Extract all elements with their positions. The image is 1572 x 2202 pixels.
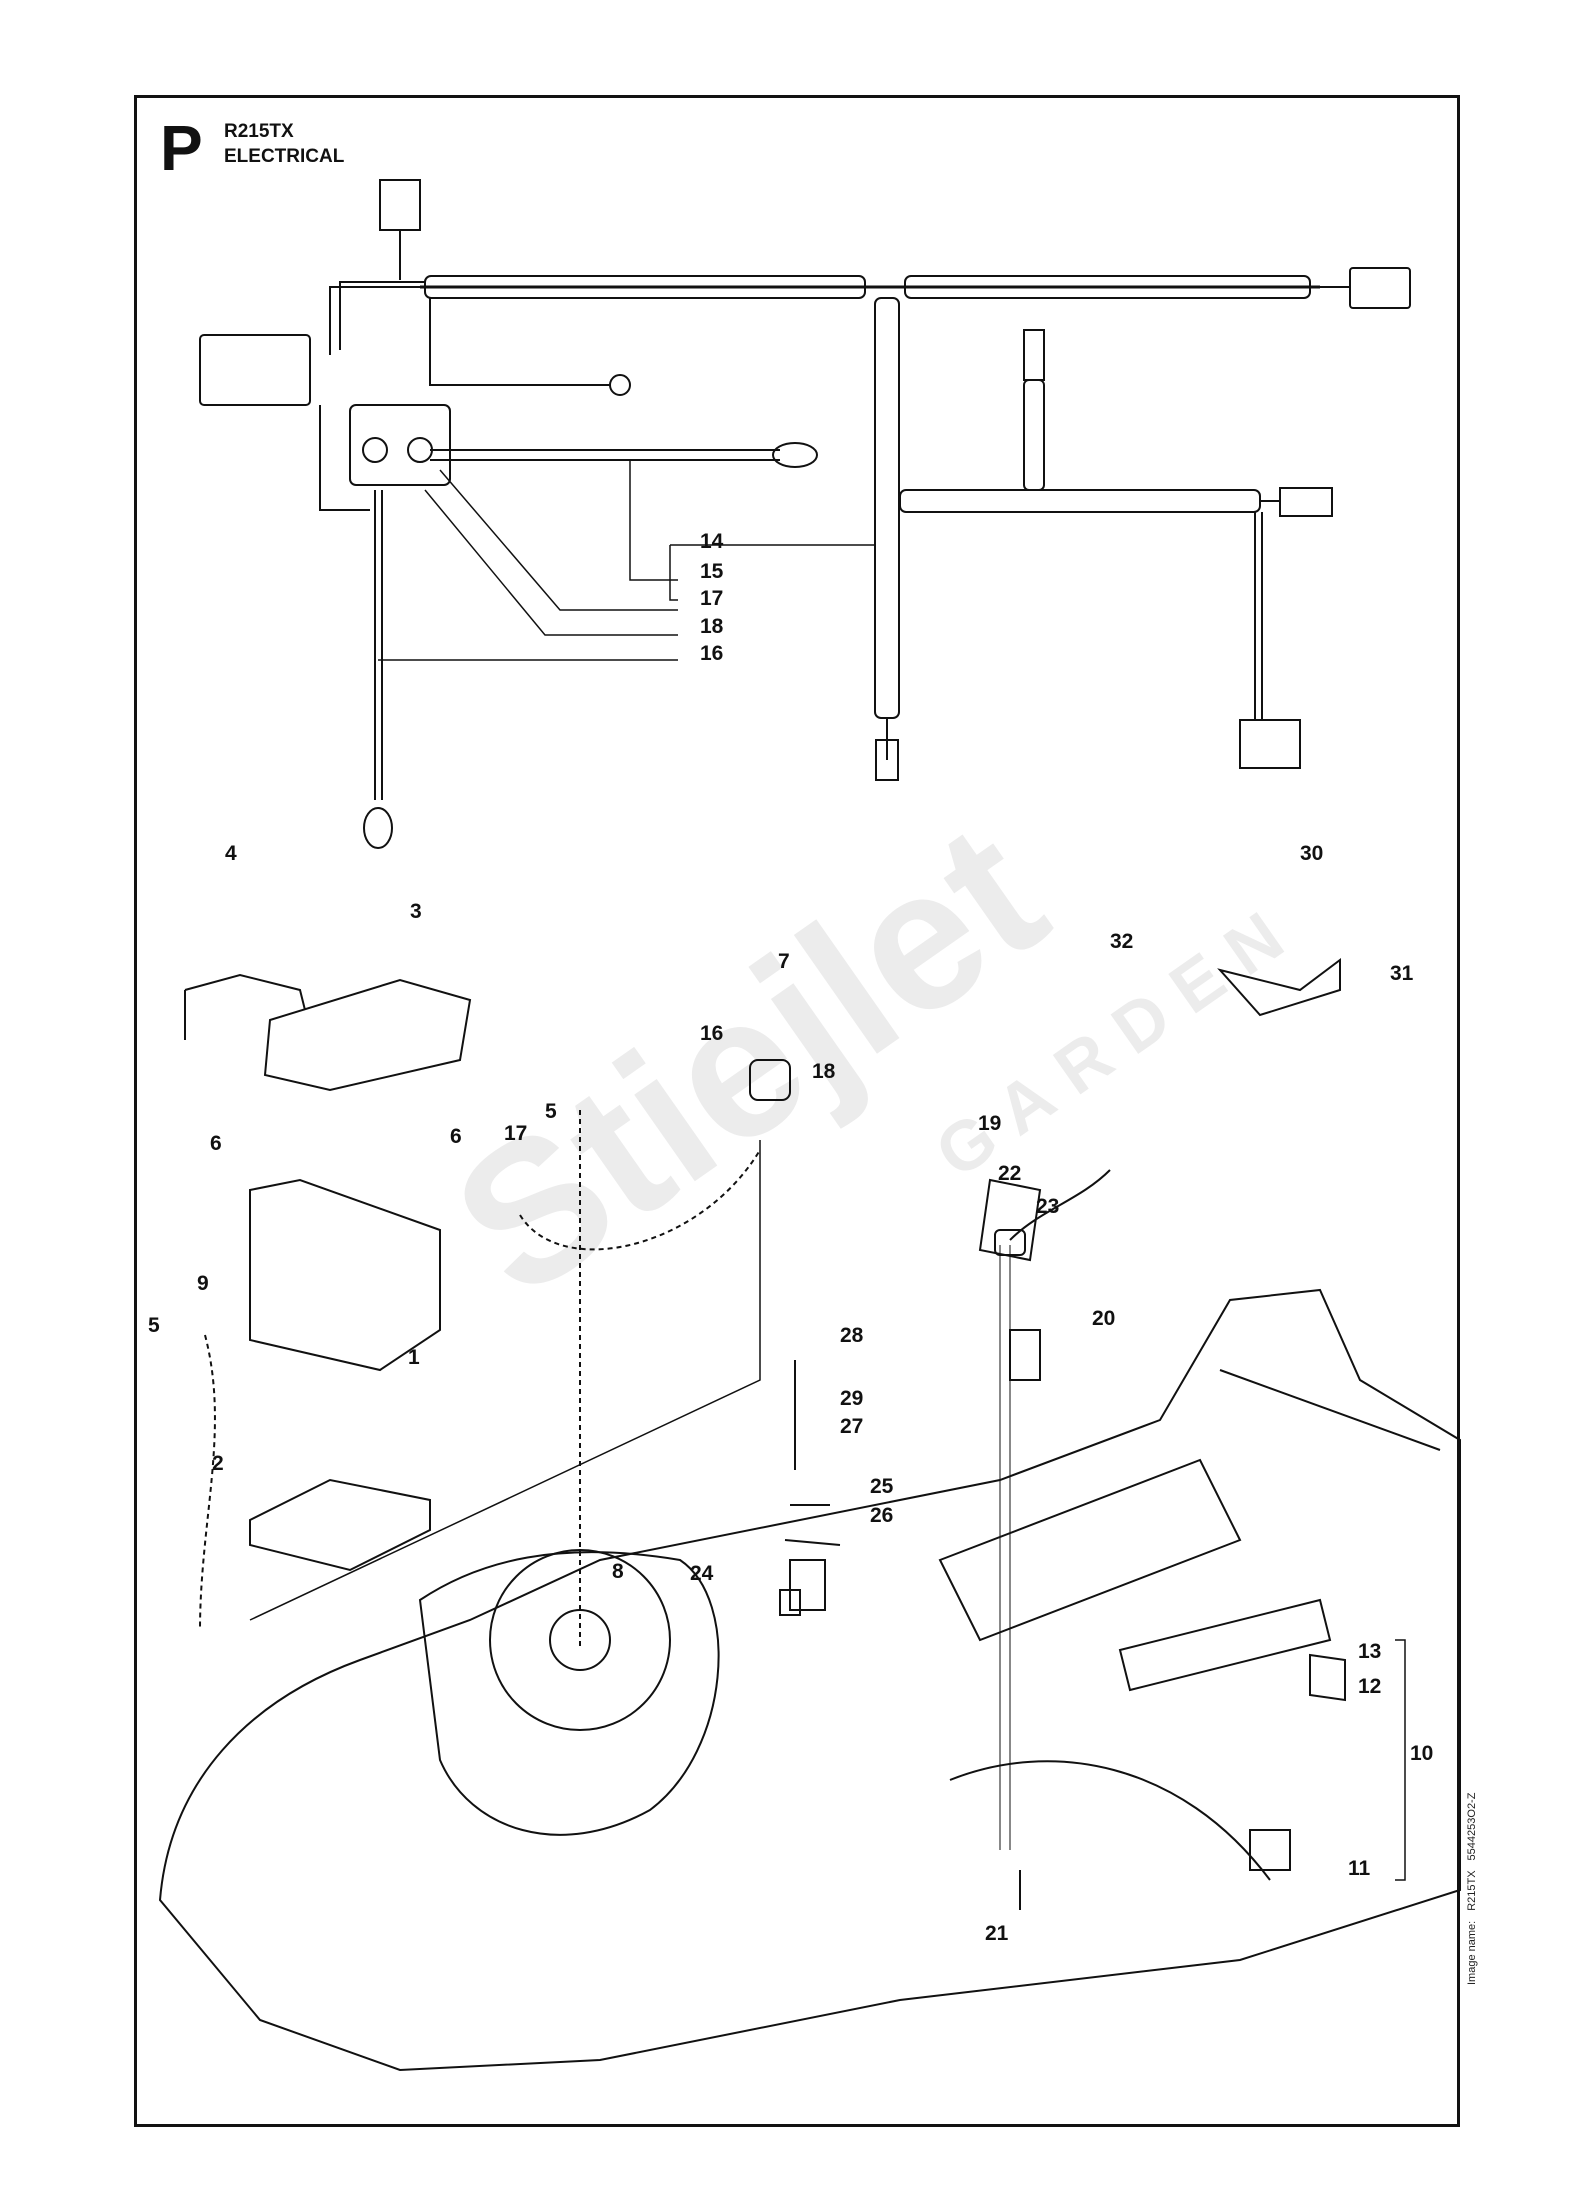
callout-13: 13: [1358, 1640, 1381, 1663]
callout-30: 30: [1300, 842, 1323, 865]
switch-31: [1217, 958, 1341, 1017]
connector-bottom: [875, 739, 899, 781]
engine: [418, 1551, 720, 1836]
ring-terminal-cable-15: [772, 442, 818, 468]
leader-lines: [378, 460, 875, 661]
engine-fan: [489, 1549, 671, 1731]
callout-9: 9: [197, 1272, 209, 1295]
wiring-harness: [199, 179, 1411, 849]
callout-10: 10: [1410, 1742, 1433, 1765]
callout-16: 16: [700, 642, 723, 665]
part-11: [1249, 1829, 1291, 1871]
relay-connector: [199, 334, 311, 406]
switch-22: [978, 1178, 1042, 1262]
callout-8: 8: [612, 1560, 624, 1583]
callout-11: 11: [1348, 1857, 1371, 1880]
manual: [249, 1478, 431, 1572]
callout-15: 15: [700, 560, 724, 583]
callout-3: 3: [410, 900, 422, 923]
callout-19: 19: [978, 1112, 1001, 1135]
callout-28: 28: [840, 1324, 864, 1347]
callout-18b: 18: [812, 1060, 836, 1083]
wire-19: [1009, 1169, 1111, 1241]
battery: [249, 1178, 441, 1372]
image-name-label: Image name:: [1466, 1920, 1478, 1985]
solenoid-lower: [749, 1059, 791, 1101]
callout-17: 17: [700, 587, 723, 610]
watermark: Stiejlet GARDEN: [416, 780, 1313, 1339]
section-letter: P: [160, 112, 203, 184]
battery-strap: [184, 973, 306, 1040]
callout-1: 1: [408, 1346, 420, 1369]
callout-20: 20: [1092, 1307, 1115, 1330]
callout-31: 31: [1390, 962, 1414, 985]
callout-21: 21: [985, 1922, 1009, 1945]
bracket-10: [1395, 1639, 1406, 1881]
callout-25: 25: [870, 1475, 894, 1498]
battery-parts: [184, 958, 1346, 1910]
battery-cover: [263, 978, 472, 1092]
tractor-frame: [158, 1288, 1461, 2072]
callout-29: 29: [840, 1387, 863, 1410]
bracket-20: [1009, 1329, 1041, 1381]
switch-24: [779, 1589, 801, 1616]
watermark-brand: Stiejlet: [416, 780, 1081, 1339]
callout-16b: 16: [700, 1022, 723, 1045]
callout-6b: 6: [450, 1125, 462, 1148]
callout-24: 24: [690, 1562, 714, 1585]
callout-12: 12: [1358, 1675, 1381, 1698]
top-connector: [379, 179, 421, 231]
model-name: R215TX: [224, 121, 294, 142]
connector-hanging: [1239, 719, 1301, 769]
callout-2: 2: [212, 1452, 224, 1475]
callout-4: 4: [225, 842, 237, 865]
spring-26: [789, 1559, 826, 1611]
callout-27: 27: [840, 1415, 863, 1438]
callouts: 14 15 17 18 16 4 3 7 16 18 30 32 31 6 6 …: [148, 530, 1433, 1945]
callout-26: 26: [870, 1504, 893, 1527]
callout-17b: 17: [504, 1122, 527, 1145]
image-name-model: R215TX: [1466, 1870, 1478, 1911]
callout-22: 22: [998, 1162, 1021, 1185]
callout-23: 23: [1036, 1195, 1059, 1218]
callout-5b: 5: [148, 1314, 160, 1337]
callout-18: 18: [700, 615, 724, 638]
part-13: [1309, 1653, 1346, 1702]
callout-5a: 5: [545, 1100, 557, 1123]
callout-14: 14: [700, 530, 724, 553]
image-name-footer: Image name: R215TX 5544253O2-Z: [1466, 1783, 1478, 1985]
stack-25-29: [784, 1360, 841, 1546]
height-lever: [1118, 1598, 1332, 1692]
solenoid: [349, 404, 451, 486]
callout-7: 7: [778, 950, 790, 973]
connector-lower-right: [1279, 487, 1333, 517]
connector-right: [1349, 267, 1411, 309]
callout-6a: 6: [210, 1132, 222, 1155]
diagram-title: ELECTRICAL: [224, 146, 345, 167]
diagram-frame: [134, 95, 1460, 2127]
image-code: 5544253O2-Z: [1466, 1792, 1478, 1861]
ring-terminal-cable-16: [363, 807, 393, 849]
callout-32: 32: [1110, 930, 1133, 953]
ring-terminal-small: [609, 374, 631, 396]
